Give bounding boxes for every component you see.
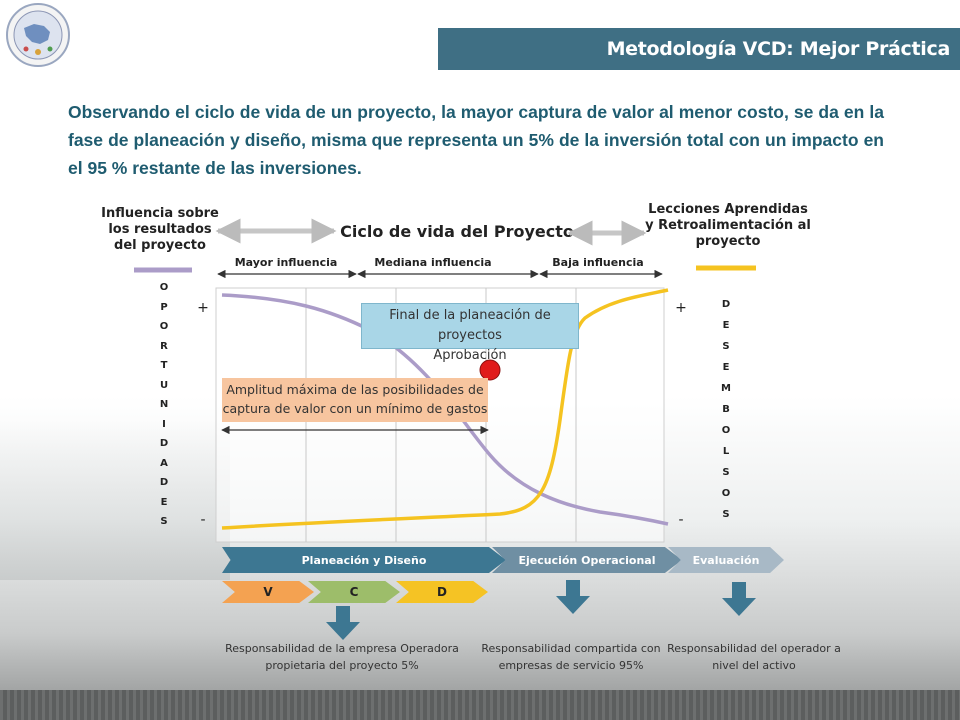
axis-letter: E — [722, 320, 730, 331]
axis-letter: O — [721, 425, 731, 436]
vcd-step-v: V — [222, 581, 314, 603]
right-title: Lecciones Aprendidas y Retroalimentación… — [645, 202, 811, 249]
axis-letter: S — [722, 509, 730, 520]
page-title-bar: Metodología VCD: Mejor Práctica — [438, 28, 960, 70]
axis-letter: R — [160, 340, 168, 352]
axis-letter: S — [160, 516, 168, 527]
vcd-step-d: D — [396, 581, 488, 603]
responsibility-shared-line1: Responsabilidad compartida con — [481, 642, 661, 655]
axis-letter: U — [159, 379, 169, 391]
axis-letter: B — [722, 404, 730, 415]
arrow-down-icon — [722, 582, 756, 616]
amplitude-callout-line2: captura de valor con un mínimo de gastos — [222, 401, 488, 416]
vcd-step-c: C — [308, 581, 400, 603]
axis-letter: E — [722, 362, 730, 373]
approval-marker — [479, 359, 501, 381]
page-title: Metodología VCD: Mejor Práctica — [606, 38, 951, 60]
axis-letter: O — [159, 282, 169, 293]
background-ship — [0, 420, 230, 580]
phase-operational-execution: Ejecución Operacional — [492, 547, 682, 573]
right-minus: - — [678, 512, 684, 528]
responsibility-shared: Responsabilidad compartida con empresas … — [476, 640, 666, 674]
logo-seal — [6, 3, 70, 67]
intro-paragraph: Observando el ciclo de vida de un proyec… — [68, 102, 884, 178]
axis-letter: L — [722, 446, 730, 457]
approval-callout-line1: Final de la planeación de proyectos — [389, 308, 551, 343]
axis-letter: D — [159, 477, 169, 488]
axis-letter: I — [162, 418, 166, 430]
approval-callout: Final de la planeación de proyectos Apro… — [361, 303, 579, 363]
amplitude-callout-line1: Amplitud máxima de las posibilidades de — [226, 382, 484, 397]
opportunity-curve — [221, 293, 669, 526]
axis-letter: D — [721, 299, 731, 310]
responsibility-asset: Responsabilidad del operador a nivel del… — [664, 640, 844, 674]
axis-letter: O — [159, 321, 169, 332]
responsibility-operator: Responsabilidad de la empresa Operadora … — [222, 640, 462, 674]
responsibility-asset-line1: Responsabilidad del operador a — [667, 642, 841, 655]
axis-letter: S — [722, 467, 730, 478]
left-plus: + — [197, 300, 209, 316]
axis-letter: D — [159, 438, 169, 449]
axis-letter: P — [160, 301, 168, 313]
left-title: Influencia sobre los resultados del proy… — [101, 206, 219, 253]
arrow-down-icon — [556, 580, 590, 614]
axis-letter: S — [722, 341, 730, 352]
right-axis-word: D E S E M B O L S O S — [719, 294, 733, 525]
background-sea-band — [0, 690, 960, 720]
influence-label-high: Mayor influencia — [234, 256, 338, 269]
disbursement-curve — [221, 288, 669, 530]
responsibility-shared-line2: empresas de servicio 95% — [498, 659, 644, 672]
axis-letter: T — [160, 360, 168, 371]
right-plus: + — [675, 300, 687, 316]
left-axis-word: O P O R T U N I D A D E S — [157, 278, 171, 532]
axis-letter: A — [160, 457, 168, 469]
responsibility-asset-line2: nivel del activo — [712, 659, 796, 672]
phase-evaluation: Evaluación — [668, 547, 784, 573]
center-title: Ciclo de vida del Proyecto — [340, 222, 574, 241]
axis-letter: M — [721, 383, 731, 394]
influence-label-medium: Mediana influencia — [374, 256, 492, 269]
responsibility-operator-line1: Responsabilidad de la empresa Operadora — [225, 642, 459, 655]
phase-planning-design: Planeación y Diseño — [222, 547, 506, 573]
responsibility-operator-line2: propietaria del proyecto 5% — [265, 659, 419, 672]
amplitude-callout: Amplitud máxima de las posibilidades de … — [222, 378, 488, 422]
influence-label-low: Baja influencia — [552, 256, 644, 269]
left-minus: - — [200, 512, 206, 528]
axis-letter: O — [721, 488, 731, 499]
axis-letter: E — [160, 496, 168, 508]
axis-letter: N — [159, 399, 169, 410]
arrow-down-icon — [326, 606, 360, 640]
approval-callout-line2: Aprobación — [433, 348, 507, 363]
